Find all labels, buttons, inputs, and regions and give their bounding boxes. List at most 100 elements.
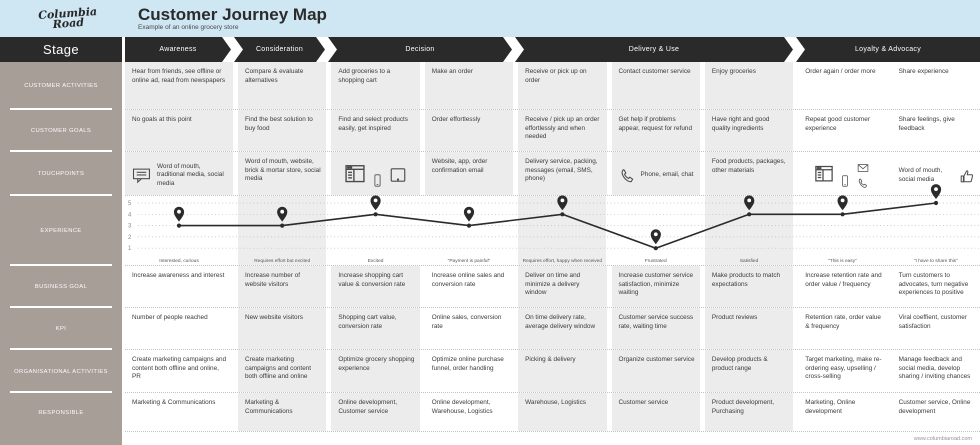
table-cell: Phone, email, chat <box>611 152 700 195</box>
experience-caption: Satisfied <box>739 259 759 264</box>
svg-text:3: 3 <box>128 224 132 230</box>
table-cell: Order again / order more <box>805 68 876 75</box>
stage-arrow-consideration: Consideration <box>234 37 325 62</box>
row-customer-goals: No goals at this point Find the best sol… <box>125 110 980 152</box>
table-cell: Add groceries to a shopping cart <box>331 62 420 109</box>
table-cell: Retention rate, order value & frequency <box>805 314 881 330</box>
table-cell: Marketing & Communications <box>238 393 327 431</box>
page-subtitle: Example of an online grocery store <box>138 24 239 31</box>
table-cell: Receive or pick up on order <box>518 62 607 109</box>
table-cell: Customer service <box>611 393 700 431</box>
envelope-icon <box>856 162 870 174</box>
map-pin-icon <box>463 206 475 222</box>
table-cell: Word of mouth, website, brick & mortar s… <box>238 152 327 195</box>
map-pin-icon <box>744 195 755 211</box>
table-cell <box>331 152 420 195</box>
sidebar-label-customer-activities: CUSTOMER ACTIVITIES <box>0 62 122 110</box>
sidebar-label-kpi: KPI <box>0 308 122 350</box>
table-cell: Contact customer service <box>611 62 700 109</box>
experience-captions: Interested, curious Requires effort but … <box>125 259 980 264</box>
experience-caption: Frustrated <box>644 259 667 264</box>
svg-text:4: 4 <box>128 212 132 218</box>
row-business-goal: Increase awareness and interest Increase… <box>125 266 980 308</box>
table-cell: Make products to match expectations <box>704 266 794 307</box>
svg-text:1: 1 <box>128 246 132 252</box>
svg-text:2: 2 <box>128 235 132 241</box>
table-cell: Customer service, Online development <box>898 399 971 415</box>
table-cell: Viral coeffient, customer satisfaction <box>898 314 967 330</box>
sidebar-label-experience: EXPERIENCE <box>0 196 122 266</box>
table-cell: Repeat good customer experience <box>805 116 870 132</box>
stage-label: Stage <box>0 37 122 62</box>
table-cell: Share feelings, give feedback <box>898 116 955 132</box>
table-cell: Customer service success rate, waiting t… <box>611 308 700 349</box>
experience-caption: "This is easy" <box>828 259 857 264</box>
table-cell: No goals at this point <box>125 110 233 151</box>
table-cell: Increase number of website visitors <box>238 266 327 307</box>
table-cell: Delivery service, packing, messages (ema… <box>518 152 607 195</box>
footer: www.columbiaroad.com <box>125 432 980 445</box>
website-link[interactable]: www.columbiaroad.com <box>913 435 972 442</box>
row-customer-activities: Hear from friends, see offline or online… <box>125 62 980 110</box>
table-cell: Shopping cart value, conversion rate <box>331 308 420 349</box>
map-pin-icon <box>837 195 848 211</box>
row-kpi: Number of people reached New website vis… <box>125 308 980 350</box>
table-cell: Online development, Warehouse, Logistics <box>431 399 493 415</box>
table-cell: Marketing & Communications <box>132 399 216 406</box>
experience-caption: Requires effort, happy when received <box>522 259 602 264</box>
speech-bubble-icon <box>132 167 152 184</box>
map-pin-icon <box>650 229 661 245</box>
table-cell: Get help if problems appear, request for… <box>611 110 700 151</box>
table-cell: Order effortlessly <box>424 110 514 151</box>
experience-caption: Interested, curious <box>159 259 199 264</box>
table-cell: Enjoy groceries <box>704 62 794 109</box>
map-pin-icon <box>277 206 288 222</box>
table-cell: Increase retention rate and order value … <box>805 272 882 288</box>
table-cell: Have right and good quality ingredients <box>704 110 794 151</box>
table-cell: On time delivery rate, average delivery … <box>518 308 607 349</box>
stage-arrows: Awareness Consideration Decision Deliver… <box>125 37 980 62</box>
stage-arrow-decision: Decision <box>328 37 512 62</box>
table-cell: Turn customers to advocates, turn negati… <box>898 272 969 297</box>
experience-caption: Excited <box>367 259 384 264</box>
table-cell: Word of mouth, traditional media, social… <box>125 152 233 195</box>
page-title: Customer Journey Map <box>138 5 327 24</box>
table-cell: Manage feedback and social media, develo… <box>898 356 971 381</box>
table-cell: Website, app, order confirmation email <box>424 152 514 195</box>
table-cell: Food products, packages, other materials <box>704 152 794 195</box>
map-pin-icon <box>370 195 381 211</box>
table-cell: Product reviews <box>704 308 794 349</box>
table-cell: Increase online sales and conversion rat… <box>431 272 505 288</box>
table-cell: Develop products & product range <box>704 350 794 392</box>
sidebar-label-touchpoints: TOUCHPOINTS <box>0 152 122 196</box>
table-cell: Create marketing campaigns and content b… <box>132 356 227 381</box>
table-cell: Optimize online purchase funnel, order h… <box>431 356 504 372</box>
table-cell: Hear from friends, see offline or online… <box>125 62 233 109</box>
tablet-icon <box>389 166 407 184</box>
sidebar-label-customer-goals: CUSTOMER GOALS <box>0 110 122 152</box>
sidebar-label-organisational-activities: ORGANISATIONAL ACTIVITIES <box>0 350 122 393</box>
row-label-sidebar: CUSTOMER ACTIVITIES CUSTOMER GOALS TOUCH… <box>0 62 122 445</box>
top-banner: Columbia Road Customer Journey Map Examp… <box>0 0 980 37</box>
thumbs-up-icon <box>959 168 975 184</box>
table-cell: Target marketing, make re-ordering easy,… <box>805 356 882 381</box>
table-cell: Product development, Purchasing <box>704 393 794 431</box>
table-cell: Share experience <box>898 68 949 75</box>
touchpoint-text: Phone, email, chat <box>640 171 694 179</box>
stage-arrow-awareness: Awareness <box>125 37 231 62</box>
stage-header-bar: Stage Awareness Consideration Decision D… <box>0 37 980 62</box>
map-pin-icon <box>930 184 942 199</box>
smartphone-icon <box>371 174 384 187</box>
map-pin-icon <box>557 195 568 211</box>
touchpoint-text: Word of mouth, traditional media, social… <box>157 162 224 187</box>
table-cell: Word of mouth, social media <box>892 152 980 195</box>
row-responsible: Marketing & Communications Marketing & C… <box>125 393 980 432</box>
row-touchpoints: Word of mouth, traditional media, social… <box>125 152 980 196</box>
map-pin-icon <box>173 206 185 222</box>
table-cell: Increase awareness and interest <box>132 272 225 279</box>
phone-handset-icon <box>857 177 869 189</box>
table-cell: Create marketing campaigns and content b… <box>238 350 327 392</box>
stage-arrow-loyalty-advocacy: Loyalty & Advocacy <box>796 37 980 62</box>
